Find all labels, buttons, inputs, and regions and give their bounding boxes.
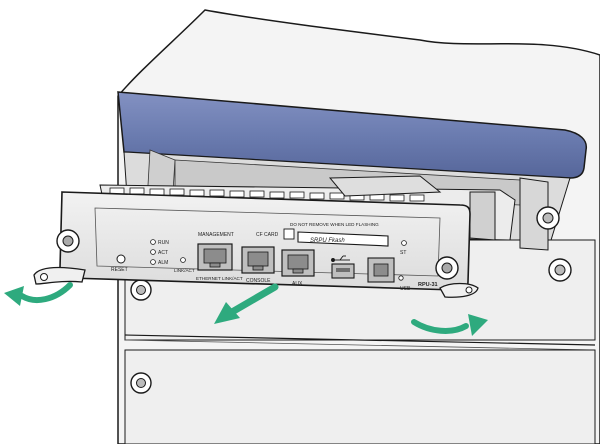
chassis-screw-right-bottom (548, 258, 572, 282)
reset-label: RESET (111, 267, 128, 273)
run-led-label: RUN (158, 240, 169, 246)
usb-icon (331, 255, 350, 262)
right-ejector-hole (465, 286, 473, 294)
alm-led-label: ALM (158, 260, 168, 266)
cf-warning-label: DO NOT REMOVE WHEN LED FLASHING (290, 222, 379, 227)
module-front-inset (94, 207, 441, 277)
management-label: MANAGEMENT (198, 232, 234, 238)
st-label: ST (400, 250, 406, 256)
management-ethernet-port (197, 243, 233, 271)
usb-b-port (367, 257, 395, 283)
model-label: RPU-31 (418, 282, 438, 288)
alm-led (150, 259, 156, 265)
left-ejector-arrow (4, 282, 73, 306)
usb-label: USB (400, 286, 411, 292)
chassis-bottom-panel (124, 349, 596, 444)
module-bracket (328, 175, 442, 197)
chassis-blue-band (117, 91, 588, 179)
chassis-panel-divider-2 (124, 339, 596, 351)
link-act-label: LINK/ACT (174, 268, 195, 273)
run-led (150, 239, 156, 245)
chassis-panel-divider (124, 334, 596, 346)
chassis-right-edge (519, 177, 549, 251)
chassis-screw-left-mid (130, 279, 152, 301)
act-led-label: ACT (158, 250, 168, 256)
right-ejector-arrow (411, 314, 488, 336)
reset-button (116, 254, 126, 264)
usb-led (398, 275, 404, 281)
chassis-screw-right-top (536, 206, 560, 230)
center-pull-arrow (214, 283, 279, 324)
usb-a-port (331, 263, 355, 279)
console-port (241, 246, 275, 274)
left-ejector-hole (40, 273, 48, 281)
console-label: CONSOLE (246, 278, 271, 284)
st-led (401, 240, 407, 246)
aux-port (281, 249, 315, 277)
cf-card-slot (297, 231, 389, 247)
ethernet-link-act-label: ETHERNET LINK/ACT (196, 276, 243, 281)
cf-card-eject-button (283, 228, 295, 240)
module-standoff (469, 191, 496, 241)
act-led (150, 249, 156, 255)
chassis-screw-left-bottom (130, 372, 152, 394)
panel-screw-left (56, 229, 80, 253)
aux-label: AUX (292, 281, 303, 287)
cf-card-label: CF CARD (256, 232, 279, 238)
link-act-led (180, 257, 186, 263)
panel-screw-right (435, 256, 459, 280)
cf-card-text: SRPU Fkash (310, 238, 345, 244)
